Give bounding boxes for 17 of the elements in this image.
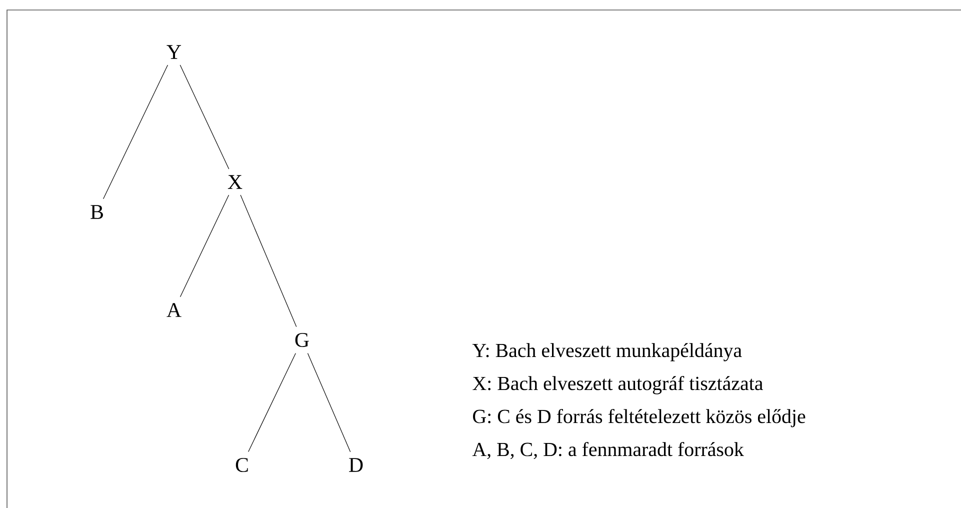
- tree-line: [240, 194, 297, 328]
- tree-line: [248, 352, 296, 452]
- tree-line: [180, 194, 230, 298]
- legend-text: Y: Bach elveszett munkapéldánya: [472, 343, 742, 362]
- node-letter: Y: [166, 45, 182, 59]
- node-letter: D: [349, 458, 363, 472]
- tree-line: [307, 352, 351, 452]
- tree-line: [180, 64, 230, 170]
- legend-text: A, B, C, D: a fennmaradt források: [472, 442, 744, 460]
- node-letter: X: [228, 175, 242, 189]
- node-letter: G: [295, 332, 309, 348]
- tree-line: [103, 64, 168, 200]
- legend-text: X: Bach elveszett autográf tisztázata: [472, 376, 763, 394]
- node-letter: A: [166, 303, 182, 317]
- node-letter: B: [90, 205, 103, 219]
- node-letter: C: [236, 458, 248, 472]
- legend-text: G: C és D forrás feltételezett közös elődje: [473, 408, 806, 428]
